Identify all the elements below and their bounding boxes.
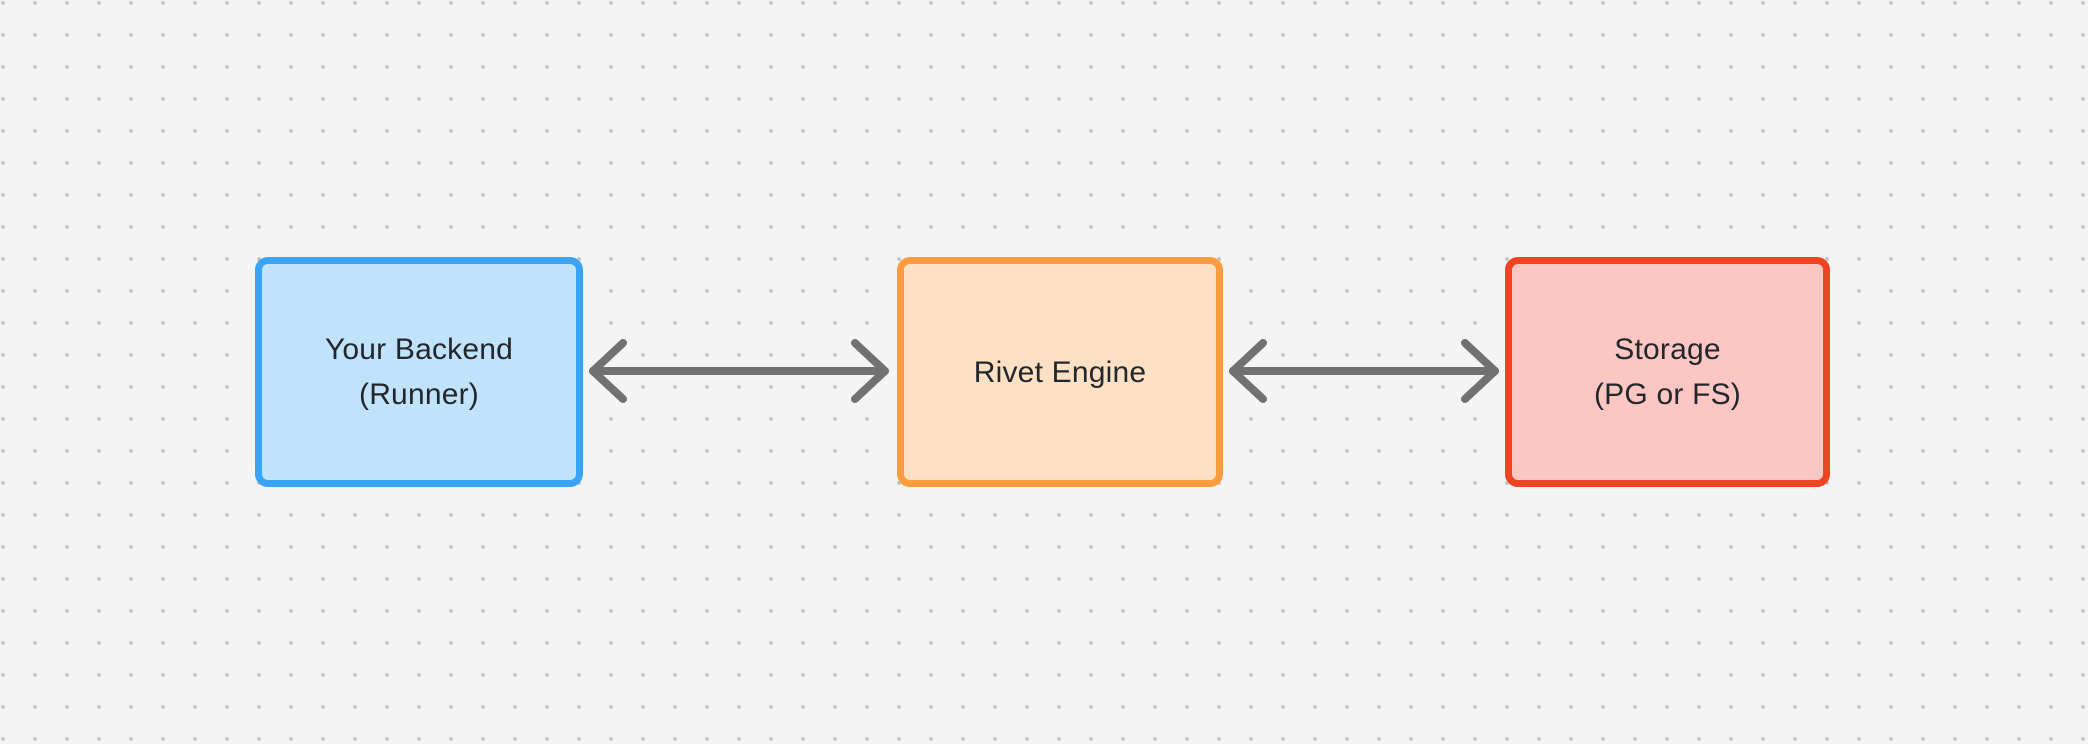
node-storage-label: Storage (PG or FS): [1594, 327, 1741, 417]
node-storage-label-line1: Storage: [1614, 333, 1721, 366]
node-storage: Storage (PG or FS): [1505, 257, 1830, 487]
node-your-backend-label-line1: Your Backend: [324, 333, 514, 366]
bidirectional-arrow-backend-engine: [589, 339, 889, 403]
arrowhead-right-icon: [1461, 339, 1499, 403]
node-your-backend-label: Your Backend (Runner): [325, 327, 513, 417]
node-storage-label-line2: (PG or FS): [1593, 378, 1741, 411]
node-rivet-engine-label: Rivet Engine: [974, 350, 1147, 395]
node-your-backend: Your Backend (Runner): [255, 257, 583, 487]
bidirectional-arrow-engine-storage: [1229, 339, 1499, 403]
node-rivet-engine: Rivet Engine: [897, 257, 1223, 487]
node-your-backend-label-line2: (Runner): [359, 378, 479, 411]
arrowhead-left-icon: [589, 339, 627, 403]
arrowhead-left-icon: [1229, 339, 1267, 403]
node-rivet-engine-label-line1: Rivet Engine: [973, 355, 1147, 389]
arrowhead-right-icon: [851, 339, 889, 403]
